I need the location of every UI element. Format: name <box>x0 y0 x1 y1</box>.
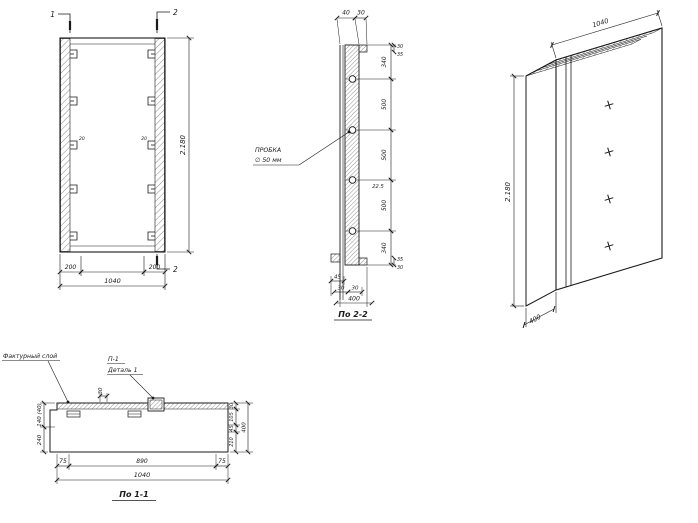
iso-panel-body <box>525 27 663 307</box>
plug-leader-line <box>253 130 351 166</box>
dim-bottom-45: 45 <box>334 275 341 281</box>
plug-hole <box>348 75 357 83</box>
elevation-bottom-dims <box>57 254 168 290</box>
texture-leader-line <box>47 360 70 404</box>
dim-right-105: 105 <box>229 412 235 422</box>
panel-right-wall-hatch <box>154 38 165 252</box>
section22-body <box>330 44 368 300</box>
iso-dims <box>510 9 663 329</box>
detail-label: Деталь 1 <box>107 367 138 374</box>
section-cut-marks <box>58 11 170 270</box>
dim-right-30: 30 <box>229 403 235 409</box>
section-mark-2-bottom-label: 2 <box>173 265 178 274</box>
section11-right-dims <box>228 400 253 455</box>
texture-layer-hatch <box>56 402 149 410</box>
plug-hole <box>348 227 357 235</box>
elevation-panel-body <box>59 37 166 253</box>
dim-top-40: 40 <box>342 10 350 17</box>
dim-right-210: 210 <box>229 437 235 447</box>
section22-right-dim-chain <box>388 42 397 268</box>
section11-left-dims <box>40 400 55 455</box>
section11-bottom-dims <box>54 454 231 484</box>
dim-left-b: 240 <box>37 434 43 445</box>
dim-left-a: 140 (40) <box>37 403 43 427</box>
section-mark-2-top-label: 2 <box>173 8 178 17</box>
section-mark-1-label: 1 <box>50 10 55 19</box>
section22-bottom-flange <box>330 253 341 263</box>
dim-340-bottom: 340 <box>382 242 388 253</box>
iso-width-value: 1040 <box>591 17 609 29</box>
panel-left-wall-hatch <box>60 38 71 252</box>
view-section-1-1: Фактурный слой П-1 Деталь 1 30 140 (40) … <box>2 353 253 501</box>
view-isometric: 1040 2.180 400 <box>504 9 663 329</box>
dim-right-total: 400 <box>242 422 248 433</box>
plug-label-line2: ∅ 50 мм <box>255 157 282 164</box>
anchor-note-right: 20 <box>141 136 147 142</box>
view-section-2-2: ПРОБКА ∅ 50 мм 340 500 500 500 340 3 <box>253 10 403 321</box>
iso-height-value: 2.180 <box>504 181 512 202</box>
section22-right-ext-lines <box>359 44 396 266</box>
p1-label: П-1 <box>108 356 119 363</box>
texture-layer-hatch <box>163 402 229 410</box>
dim-bottom-30b: 30 <box>352 286 359 292</box>
elevation-height-value: 2.180 <box>179 134 187 155</box>
section11-body <box>49 397 229 453</box>
iso-front-face <box>555 27 663 291</box>
elevation-width-value: 1040 <box>104 277 121 285</box>
dim-bottom-75l: 75 <box>59 458 67 465</box>
dim-right-bottom-30: 30 <box>397 265 403 271</box>
anchor-hook-icons <box>70 49 155 241</box>
elevation-offset-right-value: 200 <box>149 264 161 271</box>
plug-label-line1: ПРОБКА <box>255 147 281 154</box>
section22-caption: По 2-2 <box>338 310 368 319</box>
elevation-height-dim <box>167 35 194 255</box>
dim-500-2: 500 <box>382 149 388 160</box>
texture-layer-label: Фактурный слой <box>3 353 57 360</box>
section11-top-dim <box>97 393 110 402</box>
iso-anchor-cross-icons <box>604 100 614 251</box>
plug-hole <box>348 176 357 184</box>
dim-bottom-75r: 75 <box>218 458 226 465</box>
dim-top-30: 30 <box>357 10 365 17</box>
detail-leader-line <box>129 374 155 400</box>
view-elevation: 20 20 1 2 2 2.180 200 200 1040 <box>50 8 194 290</box>
dim-right-top-30: 30 <box>397 44 403 50</box>
anchor-note-left: 20 <box>79 136 85 142</box>
dim-right-bottom-35: 35 <box>397 257 403 263</box>
dim-500-1: 500 <box>382 99 388 110</box>
dim-bottom-890: 890 <box>136 458 148 465</box>
iso-depth-value: 400 <box>528 313 543 326</box>
dim-bottom-total-400: 400 <box>348 296 360 303</box>
section11-caption: По 1-1 <box>119 490 148 499</box>
section22-rib-hatch <box>344 44 360 266</box>
section22-top-dims <box>334 15 369 45</box>
section11-outline <box>49 402 229 453</box>
panel-outline <box>59 37 166 253</box>
dim-top-30: 30 <box>98 387 104 394</box>
dim-mid-225: 22.5 <box>372 184 384 190</box>
elevation-offset-left-value: 200 <box>65 264 77 271</box>
dim-right-45: 45 <box>229 425 235 431</box>
dim-bottom-total: 1040 <box>134 471 151 479</box>
iso-side-face <box>525 59 557 307</box>
dim-500-3: 500 <box>382 200 388 211</box>
dim-right-top-35: 35 <box>397 52 403 58</box>
dim-bottom-30a: 30 <box>338 286 345 292</box>
plug-hole <box>348 126 357 134</box>
plug-holes <box>346 75 359 235</box>
dim-340-top: 340 <box>382 56 388 67</box>
section22-bottom-dims <box>328 267 375 307</box>
